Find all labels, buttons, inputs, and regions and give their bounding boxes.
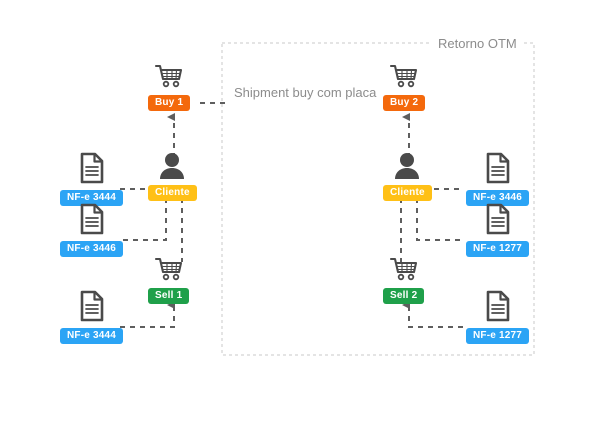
cliente-2-label: Cliente [383,185,432,201]
document-icon [484,203,512,240]
document-icon [78,203,106,240]
connector-nfe3444b-to-sell1 [120,301,175,328]
node-sell-2[interactable]: Sell 2 [383,256,425,304]
document-icon [78,152,106,189]
document-icon [484,290,512,327]
retorno-otm-title: Retorno OTM [432,36,523,51]
node-document-nfe-3444-bottom[interactable]: NF-e 3444 [60,290,124,344]
node-document-nfe-1277-bottom[interactable]: NF-e 1277 [466,290,530,344]
nfe-label: NF-e 3444 [60,328,124,344]
node-cliente-1[interactable]: Cliente [148,152,197,201]
nfe-label: NF-e 1277 [466,241,530,257]
nfe-label: NF-e 3446 [60,241,124,257]
node-buy-2[interactable]: Buy 2 [383,63,426,111]
cliente-1-label: Cliente [148,185,197,201]
shipment-label: Shipment buy com placa [234,85,377,100]
retorno-otm-box [221,42,535,356]
buy-1-label: Buy 1 [148,95,191,111]
nfe-label: NF-e 3446 [466,190,530,206]
node-document-nfe-3446[interactable]: NF-e 3446 [60,203,124,257]
sell-2-label: Sell 2 [383,288,425,304]
person-icon [157,152,187,184]
sell-1-label: Sell 1 [148,288,190,304]
node-document-nfe-1277-top[interactable]: NF-e 1277 [466,203,530,257]
person-icon [392,152,422,184]
shopping-cart-icon [154,256,184,287]
node-cliente-2[interactable]: Cliente [383,152,432,201]
node-document-nfe-3444-top[interactable]: NF-e 3444 [60,152,124,206]
shopping-cart-icon [389,256,419,287]
document-icon [78,290,106,327]
nfe-label: NF-e 3444 [60,190,124,206]
shopping-cart-icon [389,63,419,94]
node-document-nfe-3446-right[interactable]: NF-e 3446 [466,152,530,206]
connector-cliente1-to-nfe3446 [120,198,167,241]
buy-2-label: Buy 2 [383,95,426,111]
connector-nfe1277b-to-sell2 [402,301,463,328]
connector-cliente2-to-nfe1277a [416,198,463,241]
node-buy-1[interactable]: Buy 1 [148,63,191,111]
shopping-cart-icon [154,63,184,94]
nfe-label: NF-e 1277 [466,328,530,344]
document-icon [484,152,512,189]
node-sell-1[interactable]: Sell 1 [148,256,190,304]
